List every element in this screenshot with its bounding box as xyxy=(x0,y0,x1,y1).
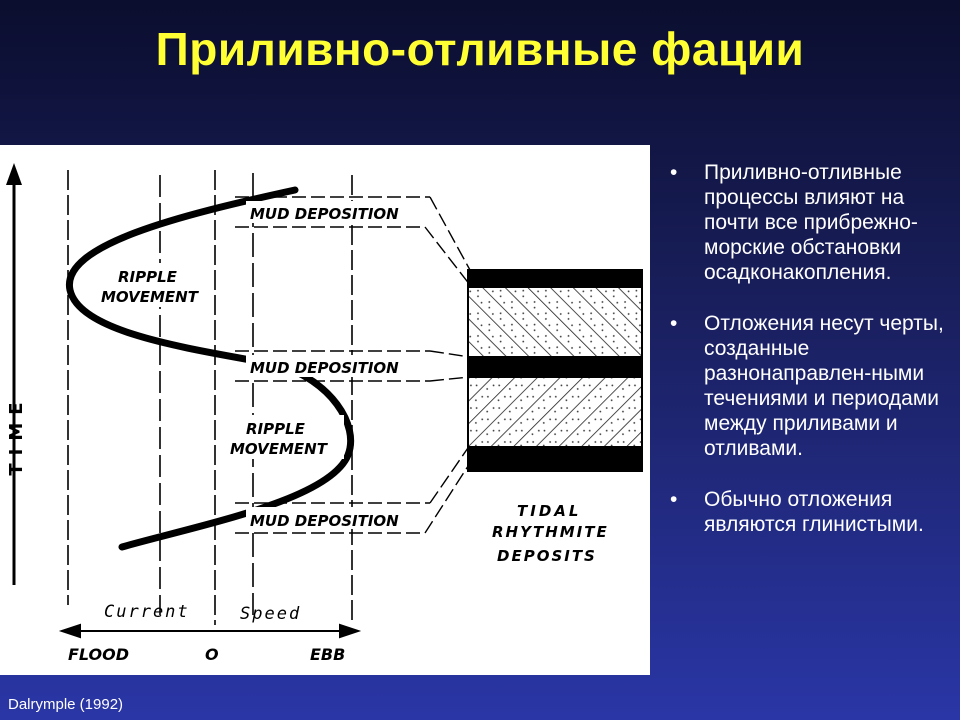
speed-label: Speed xyxy=(240,604,301,624)
ripple-movement-label-1: RIPPLE MOVEMENT xyxy=(98,263,214,307)
tidal-rhythmite-figure: TIME MUD DEPOSITION RIPPLE MOVEMENT MUD … xyxy=(0,145,650,675)
bullet-dot-icon: • xyxy=(670,312,678,335)
bullet-text: Отложения несут черты, созданные разнона… xyxy=(704,312,944,460)
bullet-dot-icon: • xyxy=(670,161,678,184)
reference-lines xyxy=(67,170,353,625)
svg-text:RHYTHMITE: RHYTHMITE xyxy=(492,523,609,541)
rhythmite-column xyxy=(467,269,643,472)
bullet-item: • Приливно-отливные процессы влияют на п… xyxy=(662,160,960,285)
time-axis xyxy=(6,163,22,585)
time-axis-label: TIME xyxy=(6,394,27,475)
mud-deposition-label-1: MUD DEPOSITION xyxy=(246,201,422,223)
flood-label: FLOOD xyxy=(68,645,129,664)
svg-text:TIDAL: TIDAL xyxy=(517,502,581,520)
svg-text:MUD DEPOSITION: MUD DEPOSITION xyxy=(250,205,399,223)
bullet-list: • Приливно-отливные процессы влияют на п… xyxy=(662,160,960,563)
bullet-text: Приливно-отливные процессы влияют на поч… xyxy=(704,161,918,284)
slide-title: Приливно-отливные фации xyxy=(155,23,805,75)
bullet-item: • Обычно отложения являются глинистыми. xyxy=(662,487,960,537)
tidal-rhythmite-label: TIDAL RHYTHMITE DEPOSITS xyxy=(492,502,609,565)
bullet-text: Обычно отложения являются глинистыми. xyxy=(704,488,924,536)
source-credit: Dalrymple (1992) xyxy=(8,696,124,713)
current-label: Current xyxy=(104,602,190,622)
svg-text:RIPPLE: RIPPLE xyxy=(118,268,178,286)
ebb-label: EBB xyxy=(310,645,345,664)
svg-text:MUD DEPOSITION: MUD DEPOSITION xyxy=(250,512,399,530)
mud-deposition-label-2: MUD DEPOSITION xyxy=(246,355,422,377)
mud-deposition-label-3: MUD DEPOSITION xyxy=(246,507,422,530)
svg-text:MUD DEPOSITION: MUD DEPOSITION xyxy=(250,359,399,377)
svg-text:MOVEMENT: MOVEMENT xyxy=(230,440,329,458)
ripple-movement-label-2: RIPPLE MOVEMENT xyxy=(228,415,344,459)
zero-label: O xyxy=(205,645,219,664)
svg-text:DEPOSITS: DEPOSITS xyxy=(497,547,597,565)
svg-text:MOVEMENT: MOVEMENT xyxy=(101,288,200,306)
current-speed-axis xyxy=(58,623,362,639)
bullet-item: • Отложения несут черты, созданные разно… xyxy=(662,311,960,461)
bullet-dot-icon: • xyxy=(670,488,678,511)
figure-drawing: TIME MUD DEPOSITION RIPPLE MOVEMENT MUD … xyxy=(6,163,643,664)
svg-text:RIPPLE: RIPPLE xyxy=(246,420,306,438)
connector-lines xyxy=(235,196,471,534)
